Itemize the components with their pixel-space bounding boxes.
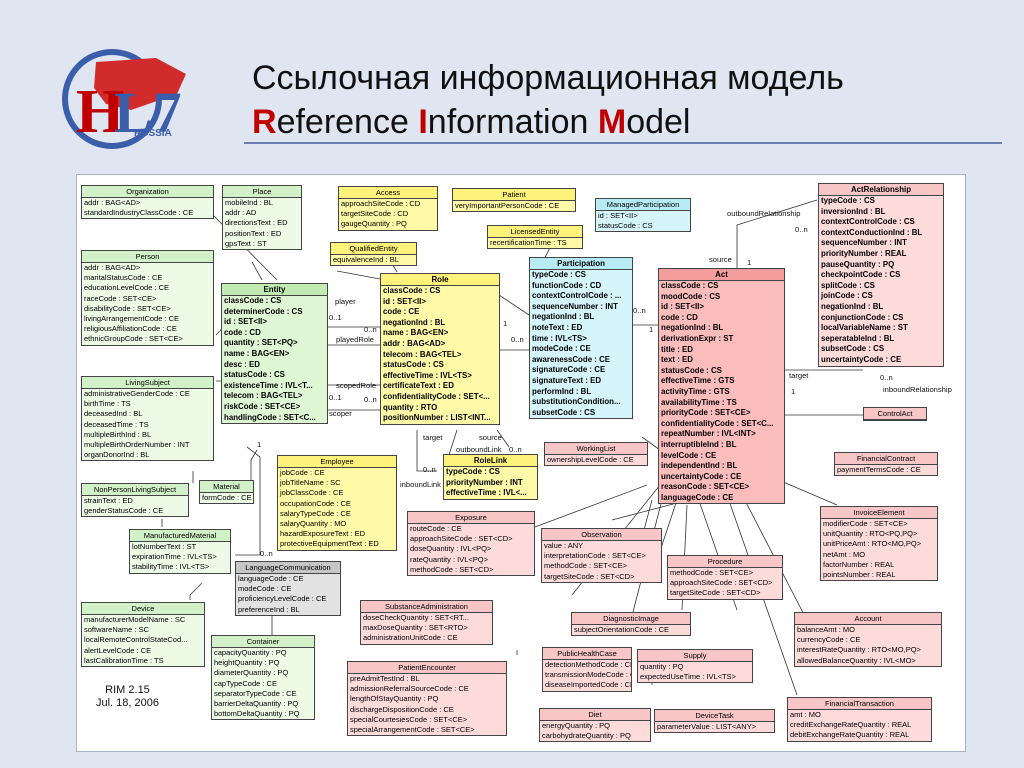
class-patient-encounter: PatientEncounter preAdmitTestInd : BL ad…	[347, 661, 507, 737]
label-mult: 1	[257, 440, 262, 449]
class-role: Role classCode : CS id : SET<II> code : …	[380, 273, 500, 425]
class-living-subject: LivingSubject administrativeGenderCode :…	[81, 376, 214, 462]
label-mult: 0..n	[511, 335, 524, 344]
class-patient: Patient veryImportantPersonCode : CE	[452, 188, 576, 213]
class-material: Material formCode : CE	[199, 480, 254, 505]
class-person: Person addr : BAG<AD> maritalStatusCode …	[81, 250, 214, 346]
label-source: source	[479, 433, 502, 442]
class-employee: Employee jobCode : CE jobTitleName : SC …	[277, 455, 397, 551]
label-inbound-link: inboundLink	[400, 480, 441, 489]
label-scoper: scoper	[329, 409, 352, 418]
class-act-relationship: ActRelationship typeCode : CS inversionI…	[818, 183, 944, 367]
class-diagnostic-image: DiagnosticImage subjectOrientationCode :…	[571, 612, 691, 637]
class-public-health-case: PublicHealthCase detectionMethodCode : C…	[542, 647, 632, 692]
label-mult: 1	[747, 258, 752, 267]
class-supply: Supply quantity : PQ expectedUseTime : I…	[637, 649, 753, 684]
label-mult: 1	[649, 325, 654, 334]
class-device: Device manufacturerModelName : SC softwa…	[81, 602, 205, 668]
class-entity: Entity classCode : CS determinerCode : C…	[221, 283, 328, 425]
label-mult: 1	[791, 387, 796, 396]
label-mult: 0..n	[423, 465, 436, 474]
class-exposure: Exposure routeCode : CE approachSiteCode…	[407, 511, 535, 577]
class-act: Act classCode : CS moodCode : CS id : SE…	[658, 268, 785, 505]
class-place: Place mobileInd : BL addr : AD direction…	[222, 185, 302, 251]
class-working-list: WorkingList ownershipLevelCode : CE	[544, 442, 648, 467]
class-qualified-entity: QualifiedEntity equivalenceInd : BL	[330, 242, 417, 267]
page-title: Ссылочная информационная модель Referenc…	[252, 59, 844, 141]
title-underline	[244, 142, 1002, 144]
class-control-act: ControlAct	[863, 407, 927, 421]
class-licensed-entity: LicensedEntity recertificationTime : TS	[487, 225, 583, 250]
label-mult: 0..n	[795, 225, 808, 234]
label-mult: 0..n	[880, 373, 893, 382]
label-mult: 0..1	[329, 393, 342, 402]
class-device-task: DeviceTask parameterValue : LIST<ANY>	[654, 709, 775, 734]
label-mult: 0..n	[364, 395, 377, 404]
label-inbound-relationship: inboundRelationship	[883, 385, 952, 394]
class-diet: Diet energyQuantity : PQ carbohydrateQua…	[539, 708, 651, 743]
class-invoice-element: InvoiceElement modifierCode : SET<CE> un…	[820, 506, 938, 582]
rim-date: Jul. 18, 2006	[96, 697, 159, 709]
hl7-russia-logo: H L7 RUSSIA	[62, 49, 186, 149]
class-container: Container capacityQuantity : PQ heightQu…	[211, 635, 315, 721]
class-managed-participation: ManagedParticipation id : SET<II> status…	[595, 198, 691, 233]
class-procedure: Procedure methodCode : SET<CE> approachS…	[667, 555, 783, 600]
class-financial-transaction: FinancialTransaction amt : MO creditExch…	[787, 697, 932, 742]
class-account: Account balanceAmt : MO currencyCode : C…	[794, 612, 942, 667]
label-outbound-link: outboundLink	[456, 445, 502, 454]
label-mult: 0..n	[260, 549, 273, 558]
label-target: target	[423, 433, 443, 442]
title-russian: Ссылочная информационная модель	[252, 59, 844, 97]
label-scoped-role: scopedRole	[336, 381, 377, 390]
class-financial-contract: FinancialContract paymentTermsCode : CE	[834, 452, 938, 477]
svg-text:L7: L7	[114, 80, 182, 145]
label-mult: 0..n	[633, 306, 646, 315]
rim-version-note: RIM 2.15 Jul. 18, 2006	[96, 684, 159, 710]
label-mult: 0..n	[364, 325, 377, 334]
label-mult: 0..n	[509, 445, 522, 454]
label-outbound-relationship: outboundRelationship	[727, 209, 801, 218]
class-organization: Organization addr : BAG<AD> standardIndu…	[81, 185, 214, 220]
class-participation: Participation typeCode : CS functionCode…	[529, 257, 633, 420]
rim-diagram: Organization addr : BAG<AD> standardIndu…	[76, 174, 966, 752]
rim-version: RIM 2.15	[105, 684, 150, 696]
class-role-link: RoleLink typeCode : CS priorityNumber : …	[443, 454, 538, 500]
class-language-communication: LanguageCommunication languageCode : CE …	[235, 561, 341, 616]
label-mult: 1	[503, 319, 508, 328]
hl7-letters: H	[76, 78, 124, 146]
label-source: source	[709, 255, 732, 264]
label-player: player	[335, 297, 356, 306]
label-played-role: playedRole	[336, 335, 374, 344]
label-target: target	[789, 371, 809, 380]
class-substance-administration: SubstanceAdministration doseCheckQuantit…	[360, 600, 493, 645]
class-observation: Observation value : ANY interpretationCo…	[541, 528, 662, 583]
logo-russia-text: RUSSIA	[134, 128, 172, 139]
class-access: Access approachSiteCode : CD targetSiteC…	[338, 186, 438, 231]
class-manufactured-material: ManufacturedMaterial lotNumberText : ST …	[129, 529, 231, 574]
label-mult: 0..1	[329, 313, 342, 322]
class-non-person-living-subject: NonPersonLivingSubject strainText : ED g…	[81, 483, 189, 518]
